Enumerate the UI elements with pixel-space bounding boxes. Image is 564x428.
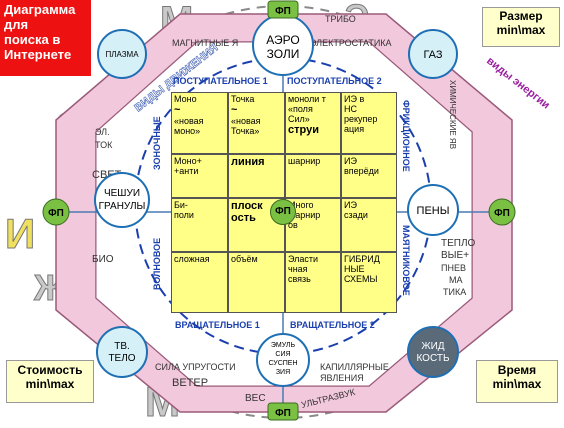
label-wind: ВЕТЕР	[172, 377, 208, 389]
svg-text:ФП: ФП	[275, 408, 291, 419]
motion-bottom-1: ВРАЩАТЕЛЬНОЕ 1	[175, 320, 260, 330]
label-bio: БИО	[92, 254, 114, 265]
svg-text:ГАЗ: ГАЗ	[423, 49, 442, 61]
title-line-1: Диаграмма	[4, 2, 76, 17]
label-thermal-2: ВЫЕ+	[441, 250, 469, 261]
svg-text:ЖИД: ЖИД	[421, 341, 444, 352]
motion-left-1: ЗОНОЧНЫЕ	[152, 116, 162, 170]
fp-marker-center: ФП	[270, 199, 296, 225]
title-line-4: Интернете	[4, 46, 72, 62]
time-box: Время min\max	[476, 360, 558, 403]
size-box: Размер min\max	[482, 7, 560, 47]
svg-text:СУСПЕН: СУСПЕН	[268, 360, 297, 367]
svg-text:ПЛАЗМА: ПЛАЗМА	[105, 50, 139, 59]
title-line-3: поиска в	[4, 31, 61, 47]
label-elasticity: СИЛА УПРУГОСТИ	[155, 362, 236, 372]
cost-box: Стоимость min\max	[6, 360, 94, 403]
label-thermal-1: ТЕПЛО	[441, 238, 476, 249]
svg-text:ЭМУЛЬ: ЭМУЛЬ	[271, 342, 296, 349]
svg-text:ЧЕШУИ: ЧЕШУИ	[104, 188, 140, 199]
cost-label: Стоимость	[17, 363, 83, 377]
svg-text:ФП: ФП	[494, 208, 510, 219]
label-thermal-5: ТИКА	[443, 287, 466, 297]
motion-left-2: ВОЛНОВОЕ	[152, 238, 162, 290]
motion-right-2: МАЯТНИКОВОЕ	[401, 225, 411, 296]
svg-text:ЗИЯ: ЗИЯ	[276, 369, 290, 376]
label-tok: ТОК	[95, 140, 113, 150]
label-capillary-1: КАПИЛЛЯРНЫЕ	[320, 362, 389, 372]
diagram-title-box: Диаграмма для поиска в Интернете	[0, 0, 91, 76]
node-aerosol: АЭРО ЗОЛИ	[252, 14, 314, 76]
motion-top-2: ПОСТУПАТЕЛЬНОЕ 2	[287, 76, 382, 86]
node-granules: ЧЕШУИ ГРАНУЛЫ	[94, 172, 150, 228]
grid-cell: Моно++анти	[171, 154, 228, 198]
svg-text:ГРАНУЛЫ: ГРАНУЛЫ	[99, 201, 146, 212]
label-tribo: ТРИБО	[325, 14, 356, 24]
label-thermal-4: МА	[449, 275, 463, 285]
label-el: ЭЛ.	[95, 127, 110, 137]
svg-text:АЭРО: АЭРО	[266, 33, 299, 47]
fp-marker-bottom: ФП	[267, 402, 299, 421]
energy-types-label: виды энергии	[484, 55, 552, 112]
label-magnetic: МАГНИТНЫЕ Я	[172, 38, 238, 48]
svg-text:ТВ.: ТВ.	[114, 341, 130, 352]
node-emulsion: ЭМУЛЬ СИЯ СУСПЕН ЗИЯ	[256, 333, 310, 387]
label-capillary-2: ЯВЛЕНИЯ	[320, 373, 364, 383]
node-liquid: ЖИД КОСТЬ	[407, 326, 459, 378]
fp-marker-right: ФП	[488, 198, 516, 226]
svg-text:ФП: ФП	[275, 6, 291, 17]
svg-text:СИЯ: СИЯ	[275, 351, 290, 358]
size-label: Размер	[499, 9, 543, 23]
svg-text:КОСТЬ: КОСТЬ	[416, 353, 449, 364]
grid-cell: линия	[228, 154, 285, 198]
title-line-2: для	[4, 16, 29, 32]
node-gas: ГАЗ	[408, 29, 458, 79]
motion-right-1: ФРИКЦИОННОЕ	[401, 100, 411, 172]
label-electrostatics: ЭЛЕКТРОСТАТИКА	[310, 38, 392, 48]
time-range: min\max	[492, 376, 542, 391]
time-label: Время	[497, 363, 537, 377]
size-range: min\max	[496, 22, 546, 37]
fp-marker-top: ФП	[267, 0, 299, 19]
label-thermal-3: ПНЕВ	[441, 263, 466, 273]
node-foam: ПЕНЫ	[407, 184, 459, 236]
fp-marker-left: ФП	[42, 198, 70, 226]
grid-cell: Би-поли	[171, 198, 228, 252]
svg-text:ПЕНЫ: ПЕНЫ	[417, 205, 450, 217]
motion-bottom-2: ВРАЩАТЕЛЬНОЕ 2	[290, 320, 375, 330]
motion-top-1: ПОСТУПАТЕЛЬНОЕ 1	[173, 76, 268, 86]
svg-text:ТЕЛО: ТЕЛО	[108, 353, 135, 364]
grid-cell: шарнир	[285, 154, 341, 198]
grid-cell: сложная	[171, 252, 228, 313]
cost-range: min\max	[25, 376, 75, 391]
label-weight: ВЕС	[245, 393, 266, 404]
svg-text:ЗОЛИ: ЗОЛИ	[267, 47, 300, 61]
grid-cell: объём	[228, 252, 285, 313]
letter-i: И	[5, 210, 35, 257]
node-solid: ТВ. ТЕЛО	[96, 326, 148, 378]
label-chemical: ХИМИЧЕСКИЕ ЯВ	[448, 80, 457, 149]
svg-text:ФП: ФП	[48, 208, 64, 219]
node-plasma: ПЛАЗМА	[97, 29, 147, 79]
